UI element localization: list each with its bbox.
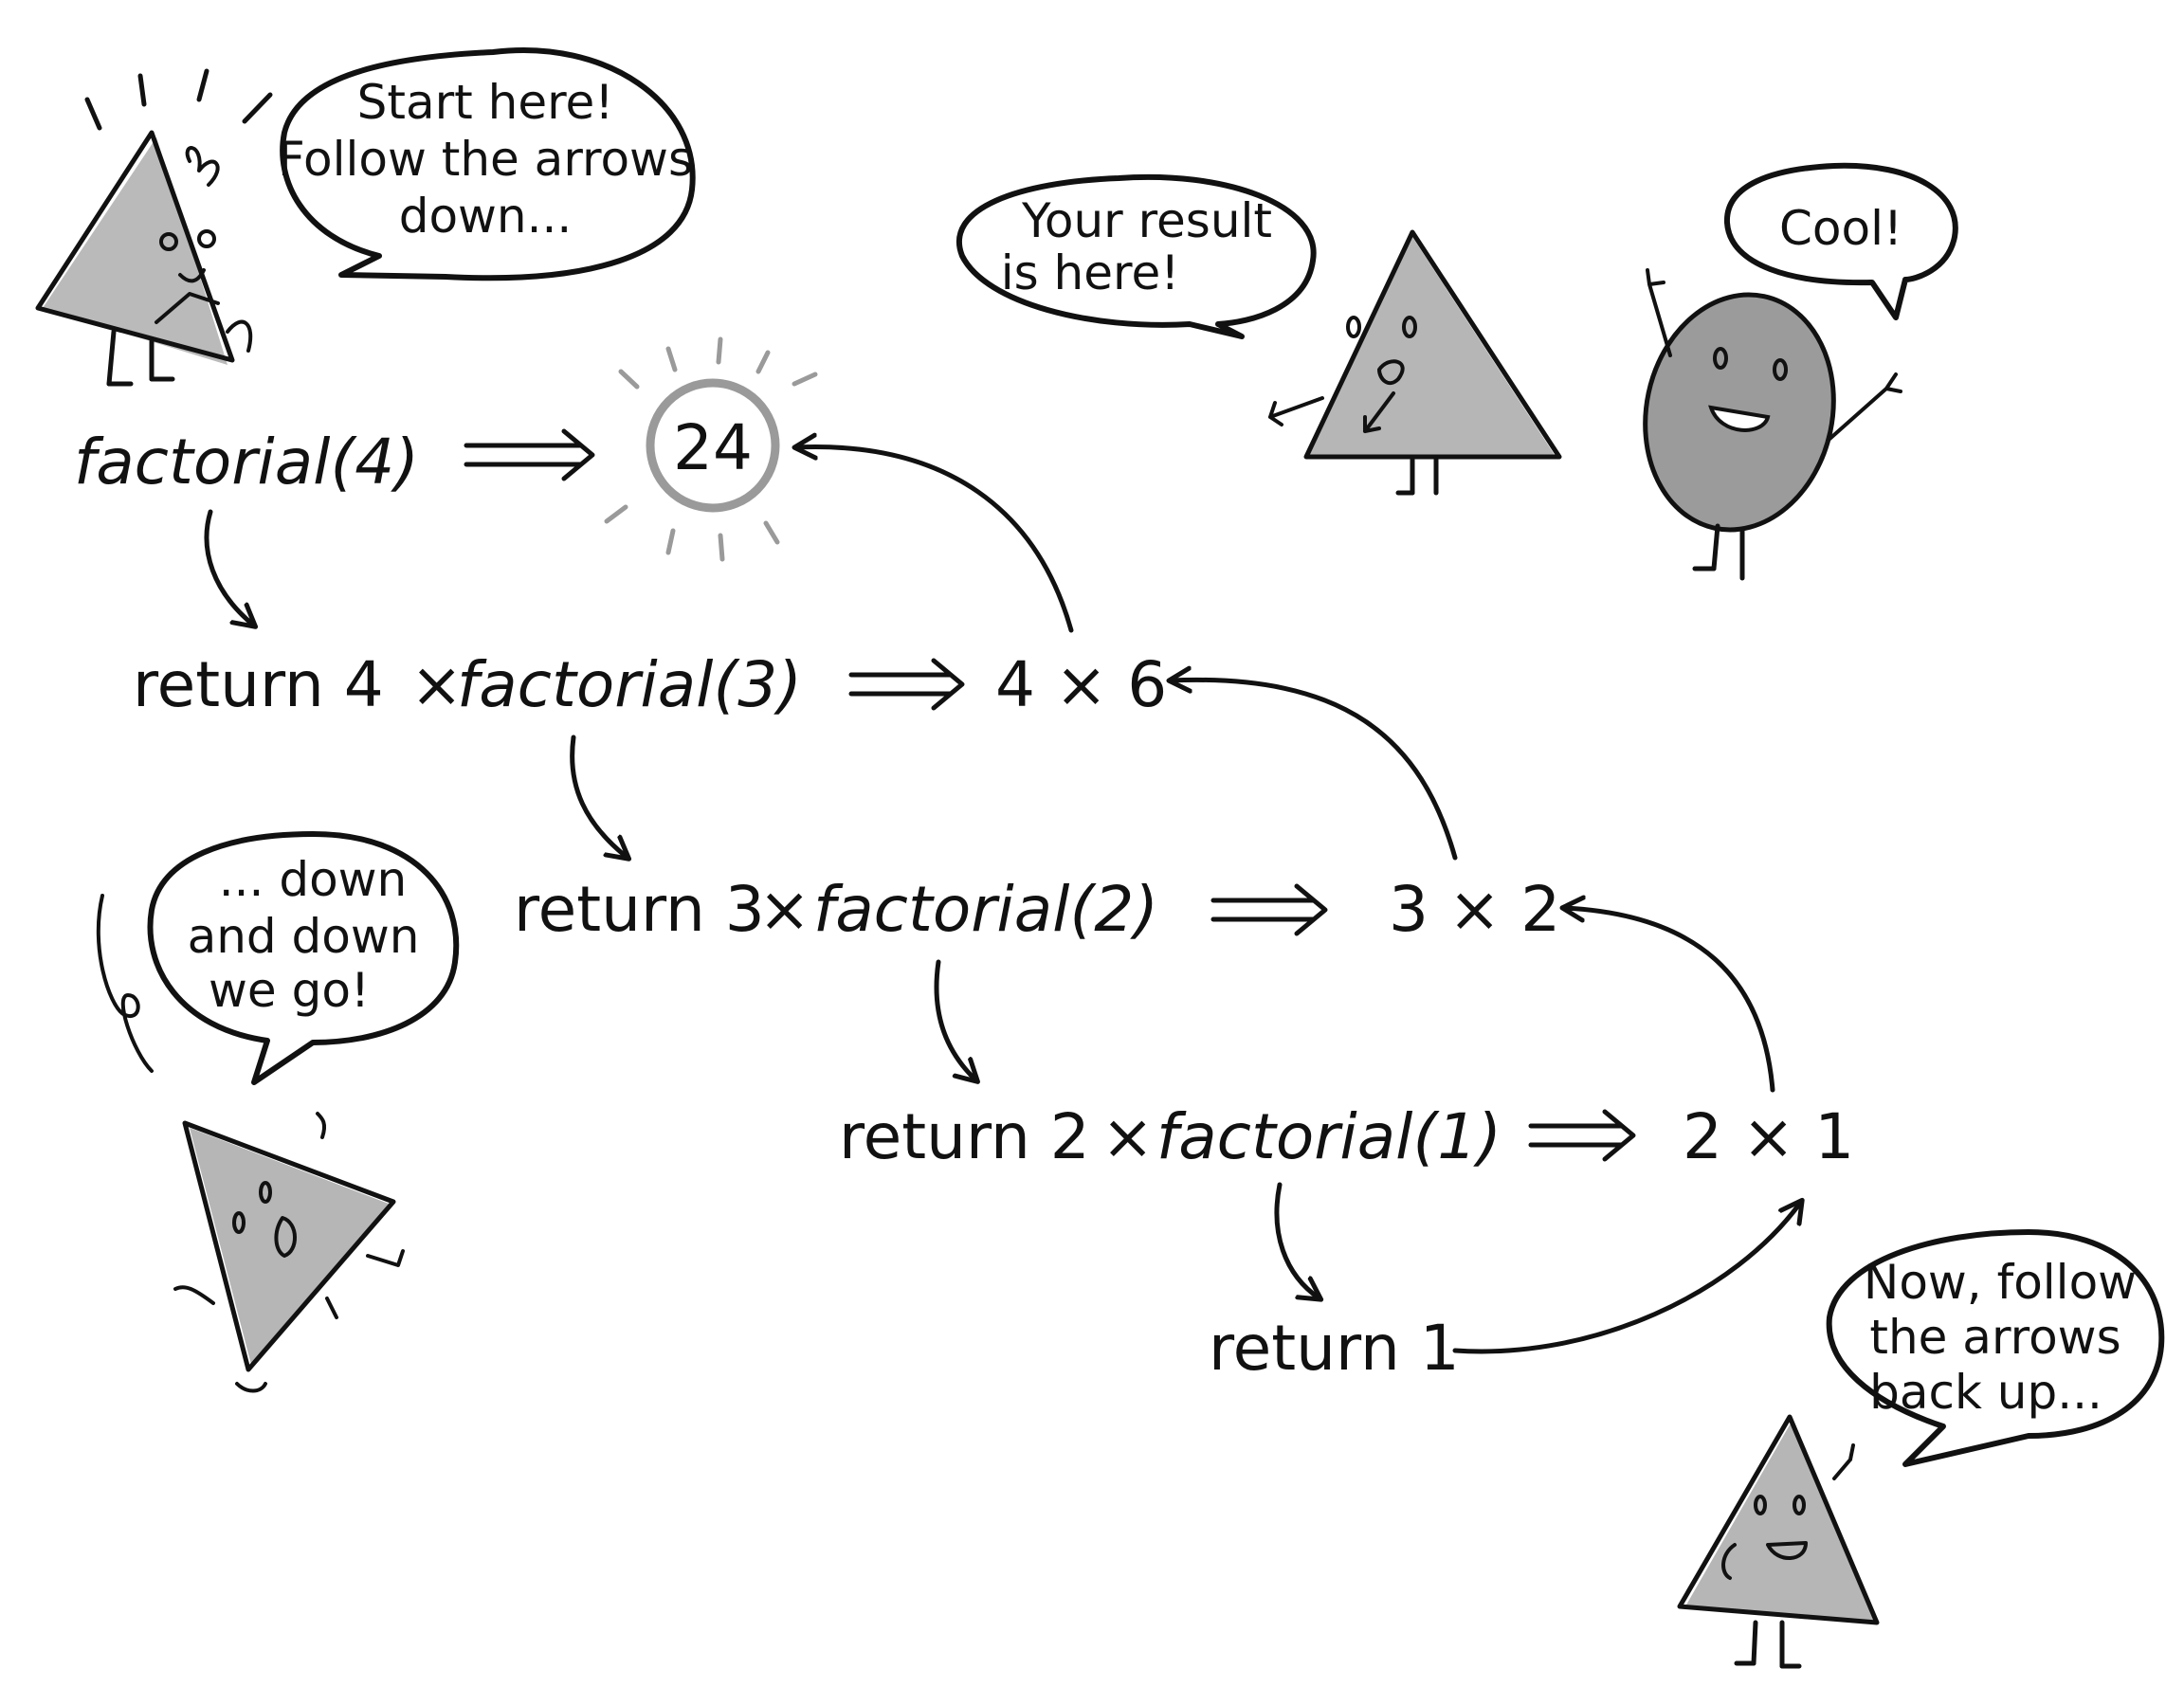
bubble-result-line-2: is here! <box>1001 245 1180 300</box>
bubble-start-line-3: down... <box>399 189 573 244</box>
step-return-4: return 4 <box>133 648 384 721</box>
speech-bubble-down: ... down and down we go! <box>147 831 460 1085</box>
bubble-start-line-2: Follow the arrows <box>278 132 693 187</box>
arrow-down-3 <box>934 959 976 1080</box>
value-4x6: 4 × 6 <box>995 648 1167 721</box>
sun-rays-icon <box>604 336 818 562</box>
value-3x2: 3 × 2 <box>1389 873 1560 946</box>
arrow-down-2 <box>570 735 628 858</box>
result-highlight: 24 <box>604 336 818 562</box>
bubble-back-up-line-2: the arrows <box>1869 1310 2120 1365</box>
times-sign-2: × <box>758 873 810 946</box>
step-call-factorial-2: factorial(2) <box>813 873 1158 946</box>
bubble-down-line-3: we go! <box>209 963 370 1018</box>
bubble-down-line-2: and down <box>188 909 420 964</box>
double-arrow-4 <box>1528 1109 1636 1162</box>
triangle-character-start-icon <box>35 130 253 387</box>
arrow-up-to-2x1 <box>1452 1202 1801 1354</box>
bubble-start-line-1: Start here! <box>357 75 614 130</box>
bubble-cool-line-1: Cool! <box>1779 201 1902 256</box>
double-arrow-1 <box>464 428 595 481</box>
arrow-up-to-3x2 <box>1564 908 1775 1093</box>
double-arrow-3 <box>1210 883 1328 936</box>
times-sign-3: × <box>1101 1100 1154 1173</box>
step-return-1: return 1 <box>1209 1312 1460 1385</box>
oval-character-cheer-icon <box>1643 268 1902 581</box>
triangle-character-result-icon <box>1268 229 1562 496</box>
final-result-24: 24 <box>673 411 753 484</box>
bubble-back-up-line-3: back up... <box>1869 1365 2102 1420</box>
arrow-down-1 <box>204 509 254 626</box>
bubble-result-line-1: Your result <box>1021 193 1272 248</box>
bubble-down-line-1: ... down <box>219 852 408 907</box>
call-factorial-4: factorial(4) <box>74 426 419 499</box>
value-2x1: 2 × 1 <box>1683 1100 1854 1173</box>
excitement-marks-icon <box>84 68 273 131</box>
motion-swoosh-icon <box>96 894 154 1073</box>
speech-bubble-start: Start here! Follow the arrows down... <box>278 47 696 281</box>
speech-bubble-cool: Cool! <box>1723 162 1958 320</box>
times-sign-1: × <box>410 648 463 721</box>
arrow-up-to-4x6 <box>1171 680 1458 861</box>
triangle-character-falling-icon <box>173 1112 405 1393</box>
step-call-factorial-1: factorial(1) <box>1156 1100 1502 1173</box>
speech-bubble-result: Your result is here! <box>956 173 1317 339</box>
triangle-character-back-up-icon <box>1677 1414 1880 1669</box>
step-call-factorial-3: factorial(3) <box>457 648 802 721</box>
arrow-down-4 <box>1274 1182 1320 1298</box>
bubble-back-up-line-1: Now, follow <box>1864 1255 2137 1310</box>
speech-bubble-back-up: Now, follow the arrows back up... <box>1826 1229 2165 1467</box>
step-return-3: return 3 <box>514 873 765 946</box>
double-arrow-2 <box>848 658 965 711</box>
step-return-2: return 2 <box>839 1100 1090 1173</box>
arrow-up-to-result <box>796 447 1074 633</box>
